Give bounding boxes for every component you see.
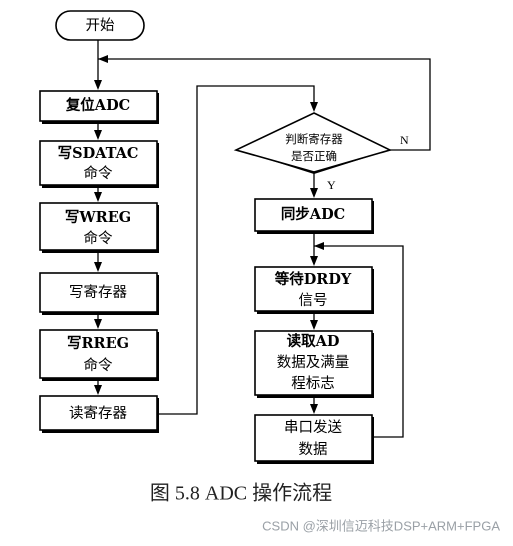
step-wait-drdy-line2: 信号 — [299, 292, 328, 309]
step-serial-send: 串口发送 数据 — [254, 414, 374, 464]
start-terminal: 开始 — [55, 10, 145, 41]
step-read-ad: 读取AD 数据及满量 程标志 — [254, 330, 374, 398]
start-label: 开始 — [86, 17, 115, 34]
step-write-rreg-line1: 写RREG — [67, 335, 129, 352]
decision-line2: 是否正确 — [291, 149, 337, 163]
step-write-sdatac-line2: 命令 — [84, 164, 113, 182]
step-wait-drdy-line1: 等待DRDY — [275, 270, 352, 288]
decision-no-label: N — [400, 133, 409, 147]
step-write-rreg-line2: 命令 — [84, 356, 113, 374]
arrowheads — [94, 55, 324, 414]
step-write-register-label: 写寄存器 — [69, 283, 127, 301]
step-write-rreg: 写RREG 命令 — [39, 329, 159, 381]
step-read-register-label: 读寄存器 — [69, 404, 127, 422]
step-wait-drdy: 等待DRDY 信号 — [254, 266, 374, 314]
step-read-ad-line3: 程标志 — [291, 375, 335, 392]
step-read-register: 读寄存器 — [39, 395, 159, 433]
step-reset-adc-label: 复位ADC — [65, 96, 130, 114]
step-sync-adc-label: 同步ADC — [281, 206, 345, 223]
step-write-wreg-line1: 写WREG — [65, 209, 131, 226]
step-write-wreg-line2: 命令 — [84, 229, 113, 247]
watermark: CSDN @深圳信迈科技DSP+ARM+FPGA — [262, 518, 500, 533]
step-write-sdatac-line1: 写SDATAC — [58, 145, 139, 162]
step-serial-send-line1: 串口发送 — [284, 419, 342, 436]
decision-check-register: 判断寄存器 是否正确 — [233, 112, 393, 174]
step-write-register: 写寄存器 — [39, 272, 159, 315]
decision-yes-label: Y — [327, 178, 336, 192]
decision-line1: 判断寄存器 — [285, 132, 343, 146]
step-read-ad-line2: 数据及满量 — [277, 354, 350, 371]
step-read-ad-line1: 读取AD — [287, 332, 340, 350]
step-reset-adc: 复位ADC — [39, 90, 159, 124]
figure-caption: 图 5.8 ADC 操作流程 — [150, 482, 332, 505]
step-write-wreg: 写WREG 命令 — [39, 202, 159, 253]
step-sync-adc: 同步ADC — [254, 198, 374, 234]
step-serial-send-line2: 数据 — [299, 441, 328, 458]
step-write-sdatac: 写SDATAC 命令 — [39, 140, 159, 188]
